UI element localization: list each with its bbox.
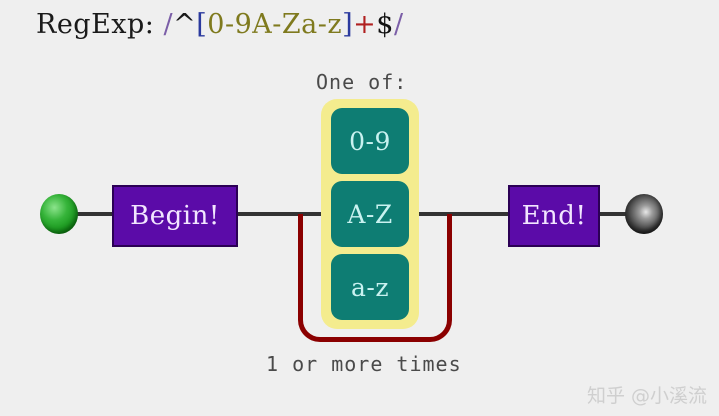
regexp-end-anchor: $ [376, 9, 394, 40]
connector-group-to-end [412, 212, 510, 216]
repeat-caption: 1 or more times [266, 352, 462, 376]
regexp-close-bracket: ] [342, 9, 354, 40]
regexp-open-slash: / [163, 9, 174, 40]
connector-end-to-node [592, 212, 630, 216]
regexp-source-line: RegExp: /^[0-9A-Za-z]+$/ [36, 9, 404, 40]
choice-box-lowercase[interactable]: a-z [331, 254, 409, 320]
regexp-close-slash: / [393, 9, 404, 40]
watermark: 知乎 @小溪流 [586, 385, 707, 407]
one-of-caption: One of: [316, 70, 408, 94]
choice-label: a-z [350, 272, 390, 302]
begin-box-label: Begin! [130, 201, 220, 231]
end-box[interactable]: End! [508, 185, 600, 247]
regexp-quantifier: + [353, 9, 377, 40]
connector-begin-to-group [232, 212, 330, 216]
regexp-start-anchor: ^ [173, 9, 197, 40]
start-node-icon [40, 194, 78, 234]
choice-box-digits[interactable]: 0-9 [331, 108, 409, 174]
connector-start-to-begin [74, 212, 114, 216]
choice-label: 0-9 [349, 126, 391, 156]
choice-label: A-Z [347, 199, 393, 229]
regexp-label: RegExp: [36, 9, 164, 40]
end-node-icon [625, 194, 663, 234]
end-box-label: End! [521, 201, 587, 231]
one-of-group: 0-9 A-Z a-z [321, 99, 419, 329]
regexp-open-bracket: [ [196, 9, 208, 40]
begin-box[interactable]: Begin! [112, 185, 238, 247]
regexp-char-class: 0-9A-Za-z [207, 9, 343, 40]
choice-box-uppercase[interactable]: A-Z [331, 181, 409, 247]
